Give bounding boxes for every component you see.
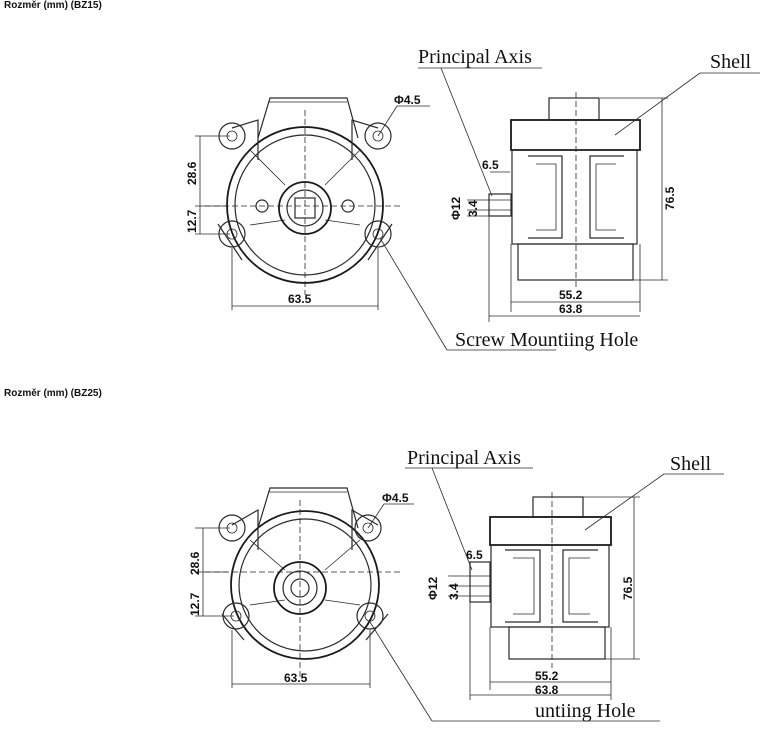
section-title-bz15: Rozměr (mm) (BZ15): [4, 0, 102, 11]
mount-hole-top-right: [354, 514, 382, 542]
side-body: [490, 544, 610, 628]
side-top-cap: [548, 97, 600, 121]
side-windings-inner: [536, 163, 616, 231]
front-ear-bottom: [217, 223, 393, 261]
mount-hole-bottom-right-inner: [372, 228, 384, 240]
side-windings: [528, 155, 624, 239]
dim-inner-width: 55.2: [559, 288, 583, 302]
dim-vertical-lower: 12.7: [188, 592, 202, 616]
front-top-cap: [257, 487, 359, 529]
front-view: 28.6 12.7 63.5 Φ4.5 Screw Mountiing Hole: [185, 93, 638, 351]
side-view: 6.5 Φ12 3.4 76.5 55.2 63.8 Principal Axi…: [405, 447, 724, 700]
principal-axis-label: Principal Axis: [418, 46, 532, 68]
side-windings: [505, 549, 598, 623]
side-body: [511, 149, 638, 245]
shell-leader: [614, 72, 701, 136]
diagram-bz25: 28.6 12.7 63.5 Φ4.5 untiing Hole: [0, 400, 767, 745]
drawing-svg-bz15: 28.6 12.7 63.5 Φ4.5 Screw Mountiing Hole: [185, 46, 760, 351]
dim-hole-diameter: Φ4.5: [382, 491, 409, 505]
mounting-hole-label: untiing Hole: [535, 700, 636, 722]
dim-front-width: 63.5: [288, 292, 312, 306]
mount-hole-bottom-right: [364, 220, 392, 248]
side-upper-shell: [489, 516, 612, 546]
mounting-hole-label: Screw Mountiing Hole: [455, 329, 638, 351]
dim-front-width: 63.5: [284, 671, 308, 685]
side-windings-inner: [513, 557, 590, 615]
shell-leader: [584, 473, 665, 531]
shell-label: Shell: [670, 453, 712, 475]
front-housing-outer: [230, 510, 380, 660]
dim-shaft-step: 3.4: [447, 583, 461, 600]
front-housing-inner: [238, 518, 372, 652]
hole-dia-leader: [367, 503, 385, 529]
mount-hole-bottom-right: [356, 602, 384, 630]
dim-shaft-diameter: Φ12: [449, 196, 463, 220]
mounting-hole-leader: [369, 621, 433, 722]
side-lower-shell: [508, 626, 606, 660]
hub-middle: [286, 189, 324, 227]
side-shaft: [488, 193, 512, 217]
front-spokes: [249, 539, 361, 606]
mount-hole-bottom-right-inner: [364, 610, 376, 622]
front-spokes: [249, 149, 361, 226]
side-lower-shell: [517, 243, 634, 281]
side-view: 6.5 Φ12 3.4 76.5 55.2 63.8 Principal Axi…: [418, 46, 760, 322]
diagram-bz15: 28.6 12.7 63.5 Φ4.5 Screw Mountiing Hole: [0, 10, 767, 355]
shell-label: Shell: [710, 51, 752, 73]
section-title-bz25: Rozměr (mm) (BZ25): [4, 388, 102, 399]
dim-shaft-offset: 6.5: [482, 158, 499, 172]
dim-outer-width: 63.8: [535, 683, 559, 697]
dim-vertical-upper: 28.6: [188, 551, 202, 575]
principal-axis-label: Principal Axis: [407, 447, 521, 469]
hub-inner: [290, 578, 310, 598]
dim-vertical-lower: 12.7: [185, 209, 199, 233]
dim-height: 76.5: [663, 186, 677, 210]
front-view: 28.6 12.7 63.5 Φ4.5 untiing Hole: [188, 487, 660, 722]
dim-height: 76.5: [621, 576, 635, 600]
front-ear-top: [231, 119, 379, 160]
mount-hole-top-right-inner: [362, 522, 374, 534]
side-top-cap: [532, 496, 584, 518]
front-ear-top: [231, 508, 379, 550]
principal-axis-leader: [440, 67, 493, 197]
side-shaft: [469, 561, 491, 603]
mounting-hole-leader: [379, 237, 448, 351]
dim-shaft-diameter: Φ12: [426, 576, 440, 600]
dim-inner-width: 55.2: [535, 669, 559, 683]
principal-axis-leader: [431, 467, 473, 571]
dim-shaft-offset: 6.5: [466, 548, 483, 562]
dim-shaft-step: 3.4: [466, 200, 480, 217]
hub-outer: [273, 561, 327, 615]
mount-hole-top-right-inner: [372, 130, 384, 142]
side-upper-shell: [510, 119, 641, 151]
mount-hole-top-right: [364, 122, 392, 150]
dim-hole-diameter: Φ4.5: [394, 93, 421, 107]
dim-vertical-upper: 28.6: [185, 161, 199, 185]
front-top-cap: [257, 97, 359, 139]
drawing-svg-bz25: 28.6 12.7 63.5 Φ4.5 untiing Hole: [188, 447, 724, 722]
dim-outer-width: 63.8: [559, 302, 583, 316]
hole-dia-leader: [377, 105, 398, 137]
